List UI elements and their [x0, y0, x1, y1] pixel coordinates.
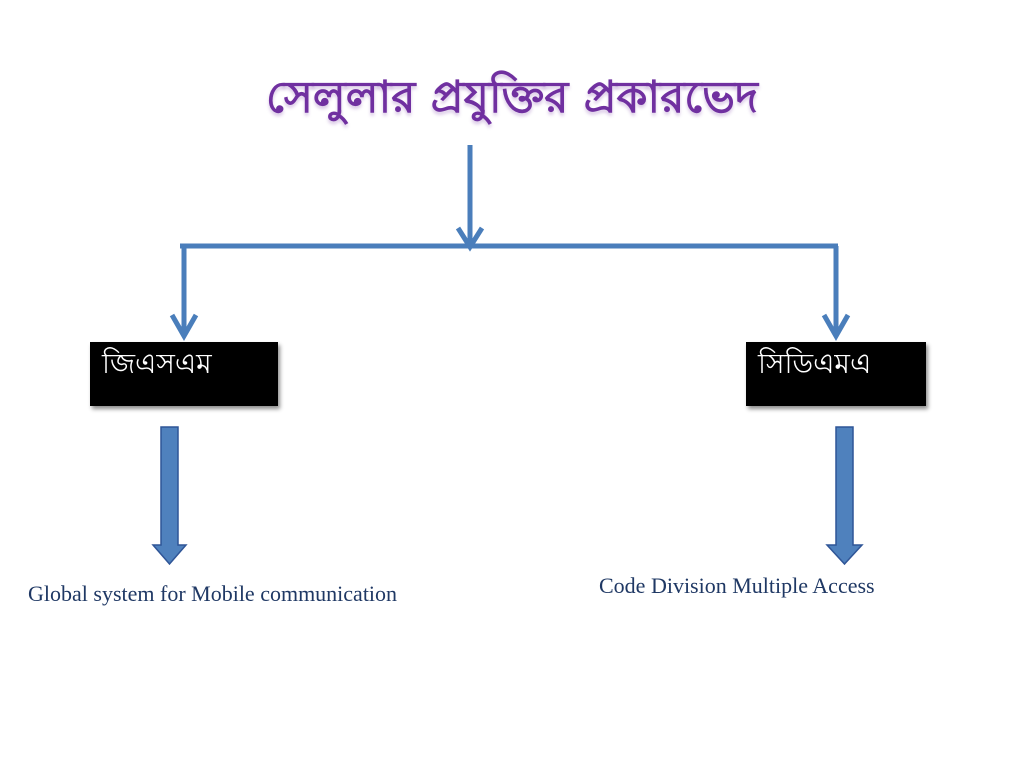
- cdma-description: Code Division Multiple Access: [599, 573, 875, 598]
- diagram-title: সেলুলার প্রযুক্তির প্রকারভেদ: [266, 72, 758, 123]
- gsm-description: Global system for Mobile communication: [28, 581, 398, 606]
- gsm-box: জিএসএম: [90, 342, 278, 406]
- right-drop-arrowhead: [821, 313, 851, 342]
- cdma-box: সিডিএমএ: [746, 342, 926, 406]
- left-drop-arrowhead: [169, 313, 199, 342]
- right-block-arrow: [825, 426, 864, 566]
- left-block-arrow: [151, 426, 188, 566]
